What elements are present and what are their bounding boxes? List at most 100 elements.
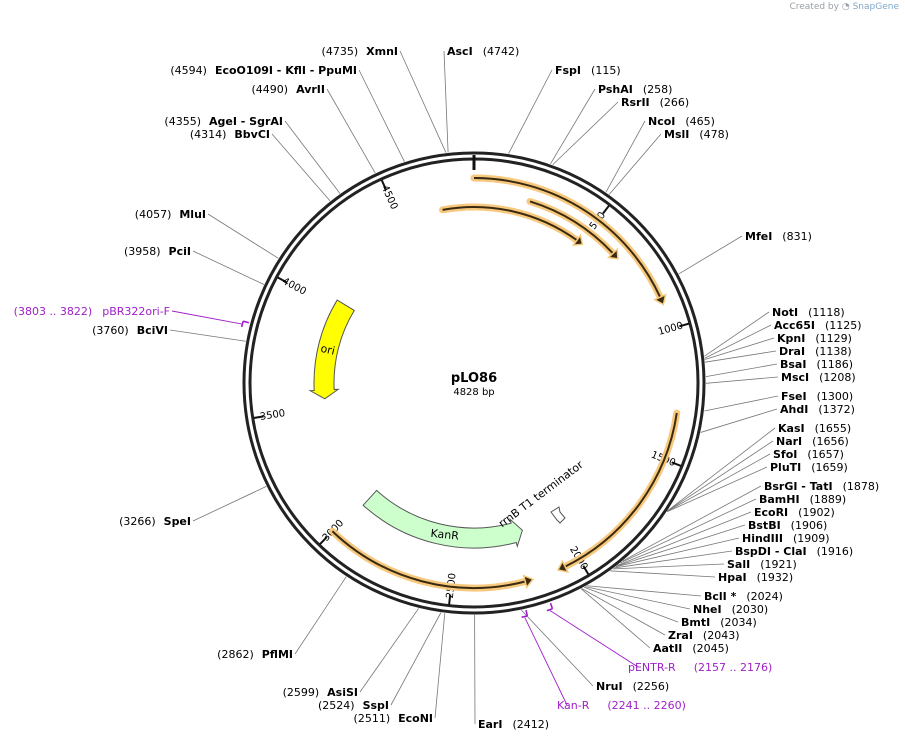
primer-pbr322ori-f[interactable]: pBR322ori-F(3803 .. 3822) (14, 305, 250, 328)
site-position: (4742) (483, 45, 520, 58)
site-econi[interactable]: EcoNI(2511) (354, 712, 433, 725)
site-position: (1909) (793, 532, 830, 545)
site-bstbi[interactable]: BstBI(1906) (748, 519, 827, 532)
site-spei[interactable]: SpeI(3266) (119, 515, 191, 528)
site-name: EcoNI (398, 712, 433, 725)
leader-line (359, 608, 420, 693)
site-bbvci[interactable]: BbvCI(4314) (190, 128, 270, 141)
site-pluti[interactable]: PluTI(1659) (770, 461, 848, 474)
site-nhei[interactable]: NheI(2030) (693, 603, 768, 616)
leader-line (580, 588, 651, 649)
site-avrii[interactable]: AvrII(4490) (252, 83, 325, 96)
site-aatii[interactable]: AatII(2045) (653, 642, 729, 655)
site-asisi[interactable]: AsiSI(2599) (283, 686, 358, 699)
site-fsei[interactable]: FseI(1300) (781, 390, 853, 403)
tick-mark-2000 (582, 565, 590, 575)
site-kpni[interactable]: KpnI(1129) (777, 332, 852, 345)
site-zrai[interactable]: ZraI(2043) (668, 629, 740, 642)
site-bamhi[interactable]: BamHI(1889) (759, 493, 846, 506)
site-position: (831) (782, 230, 812, 243)
primer-arrow-tick (549, 602, 554, 610)
site-noti[interactable]: NotI(1118) (772, 306, 845, 319)
site-position: (2043) (703, 629, 740, 642)
site-position: (4490) (252, 83, 289, 96)
feature-kanr[interactable]: KanR (362, 489, 523, 549)
site-drai[interactable]: DraI(1138) (779, 345, 852, 358)
site-xmni[interactable]: XmnI(4735) (322, 45, 398, 58)
site-mfei[interactable]: MfeI(831) (745, 230, 812, 243)
site-asci[interactable]: AscI(4742) (447, 45, 519, 58)
site-kasi[interactable]: KasI(1655) (778, 422, 851, 435)
site-position: (1657) (807, 448, 844, 461)
primer-pentr-r[interactable]: pENTR-R(2157 .. 2176) (546, 602, 773, 674)
primer-range: (3803 .. 3822) (14, 305, 93, 318)
leader-line (622, 485, 762, 562)
primer-range: (2157 .. 2176) (694, 661, 773, 674)
tick-label-4000: 4000 (280, 276, 308, 298)
leader-line (443, 50, 449, 153)
feature-rrnb-t1-terminator[interactable]: rrnB T1 terminator (496, 458, 586, 530)
leader-line (610, 570, 716, 578)
site-bsai[interactable]: BsaI (1186) (780, 358, 853, 371)
site-mlui[interactable]: MluI(4057) (135, 208, 206, 221)
site-name: BsaI (780, 358, 806, 371)
site-nrui[interactable]: NruI(2256) (596, 680, 669, 693)
primer-leader-line (171, 310, 242, 325)
site-position: (3266) (119, 515, 156, 528)
site-eari[interactable]: EarI(2412) (478, 718, 549, 731)
site-name: XmnI (366, 45, 398, 58)
leader-line (583, 586, 679, 623)
site-name: BbvCI (234, 128, 270, 141)
orf-arrow (439, 203, 584, 246)
site-position: (3958) (124, 245, 161, 258)
site-position: (1118) (808, 306, 845, 319)
site-nari[interactable]: NarI(1656) (776, 435, 849, 448)
site-bsrgi[interactable]: BsrGI - TatI(1878) (764, 480, 879, 493)
site-name: NcoI (648, 115, 675, 128)
site-pshai[interactable]: PshAI(258) (598, 83, 672, 96)
site-agei[interactable]: AgeI - SgrAI(4355) (164, 115, 283, 128)
site-msci[interactable]: MscI(1208) (781, 371, 856, 384)
tick-label-1000: 1000 (657, 321, 684, 338)
leader-line (605, 120, 646, 193)
site-acc65i[interactable]: Acc65I(1125) (774, 319, 862, 332)
site-sali[interactable]: SalI(1921) (727, 558, 797, 571)
site-position: (1932) (757, 571, 794, 584)
site-hpai[interactable]: HpaI(1932) (718, 571, 793, 584)
site-pcii[interactable]: PciI(3958) (124, 245, 191, 258)
leader-line (284, 120, 341, 194)
leader-line (705, 350, 777, 363)
site-name: AgeI - SgrAI (209, 115, 283, 128)
site-ecoo109i[interactable]: EcoO109I - KflI - PpuMI(4594) (170, 64, 357, 77)
site-msli[interactable]: MslI(478) (664, 128, 729, 141)
site-bspdi[interactable]: BspDI - ClaI(1916) (735, 545, 853, 558)
feature-ori[interactable]: ori (308, 299, 355, 400)
primer-kan-r[interactable]: Kan-R(2241 .. 2260) (521, 609, 686, 712)
site-bcivi[interactable]: BciVI(3760) (92, 324, 168, 337)
site-position: (1372) (818, 403, 855, 416)
site-ecori[interactable]: EcoRI(1902) (754, 506, 835, 519)
site-name: MscI (781, 371, 809, 384)
site-sfoi[interactable]: SfoI(1657) (773, 448, 844, 461)
site-ncoi[interactable]: NcoI(465) (648, 115, 715, 128)
site-labels: XmnI(4735) AscI(4742) EcoO109I - KflI - Pp… (14, 45, 879, 731)
tick-mark-3500 (253, 415, 264, 419)
site-bmti[interactable]: BmtI(2034) (681, 616, 757, 629)
tick-mark-500 (602, 204, 610, 215)
leader-line (678, 235, 743, 275)
site-sspi[interactable]: SspI(2524) (318, 699, 389, 712)
leader-line (705, 363, 778, 378)
site-hindiii[interactable]: HindIII(1909) (742, 532, 830, 545)
tick-mark-3000 (319, 536, 328, 545)
site-bcli[interactable]: BclI *(2024) (704, 590, 783, 603)
site-ahdi[interactable]: AhdI(1372) (780, 403, 855, 416)
leader-line (616, 524, 746, 567)
site-position: (1186) (816, 358, 853, 371)
site-name: NheI (693, 603, 722, 616)
leader-line (613, 550, 733, 569)
site-pflmi[interactable]: PflMI(2862) (217, 648, 293, 661)
site-position: (4057) (135, 208, 172, 221)
site-fspi[interactable]: FspI(115) (555, 64, 621, 77)
site-rsrii[interactable]: RsrII(266) (621, 96, 689, 109)
